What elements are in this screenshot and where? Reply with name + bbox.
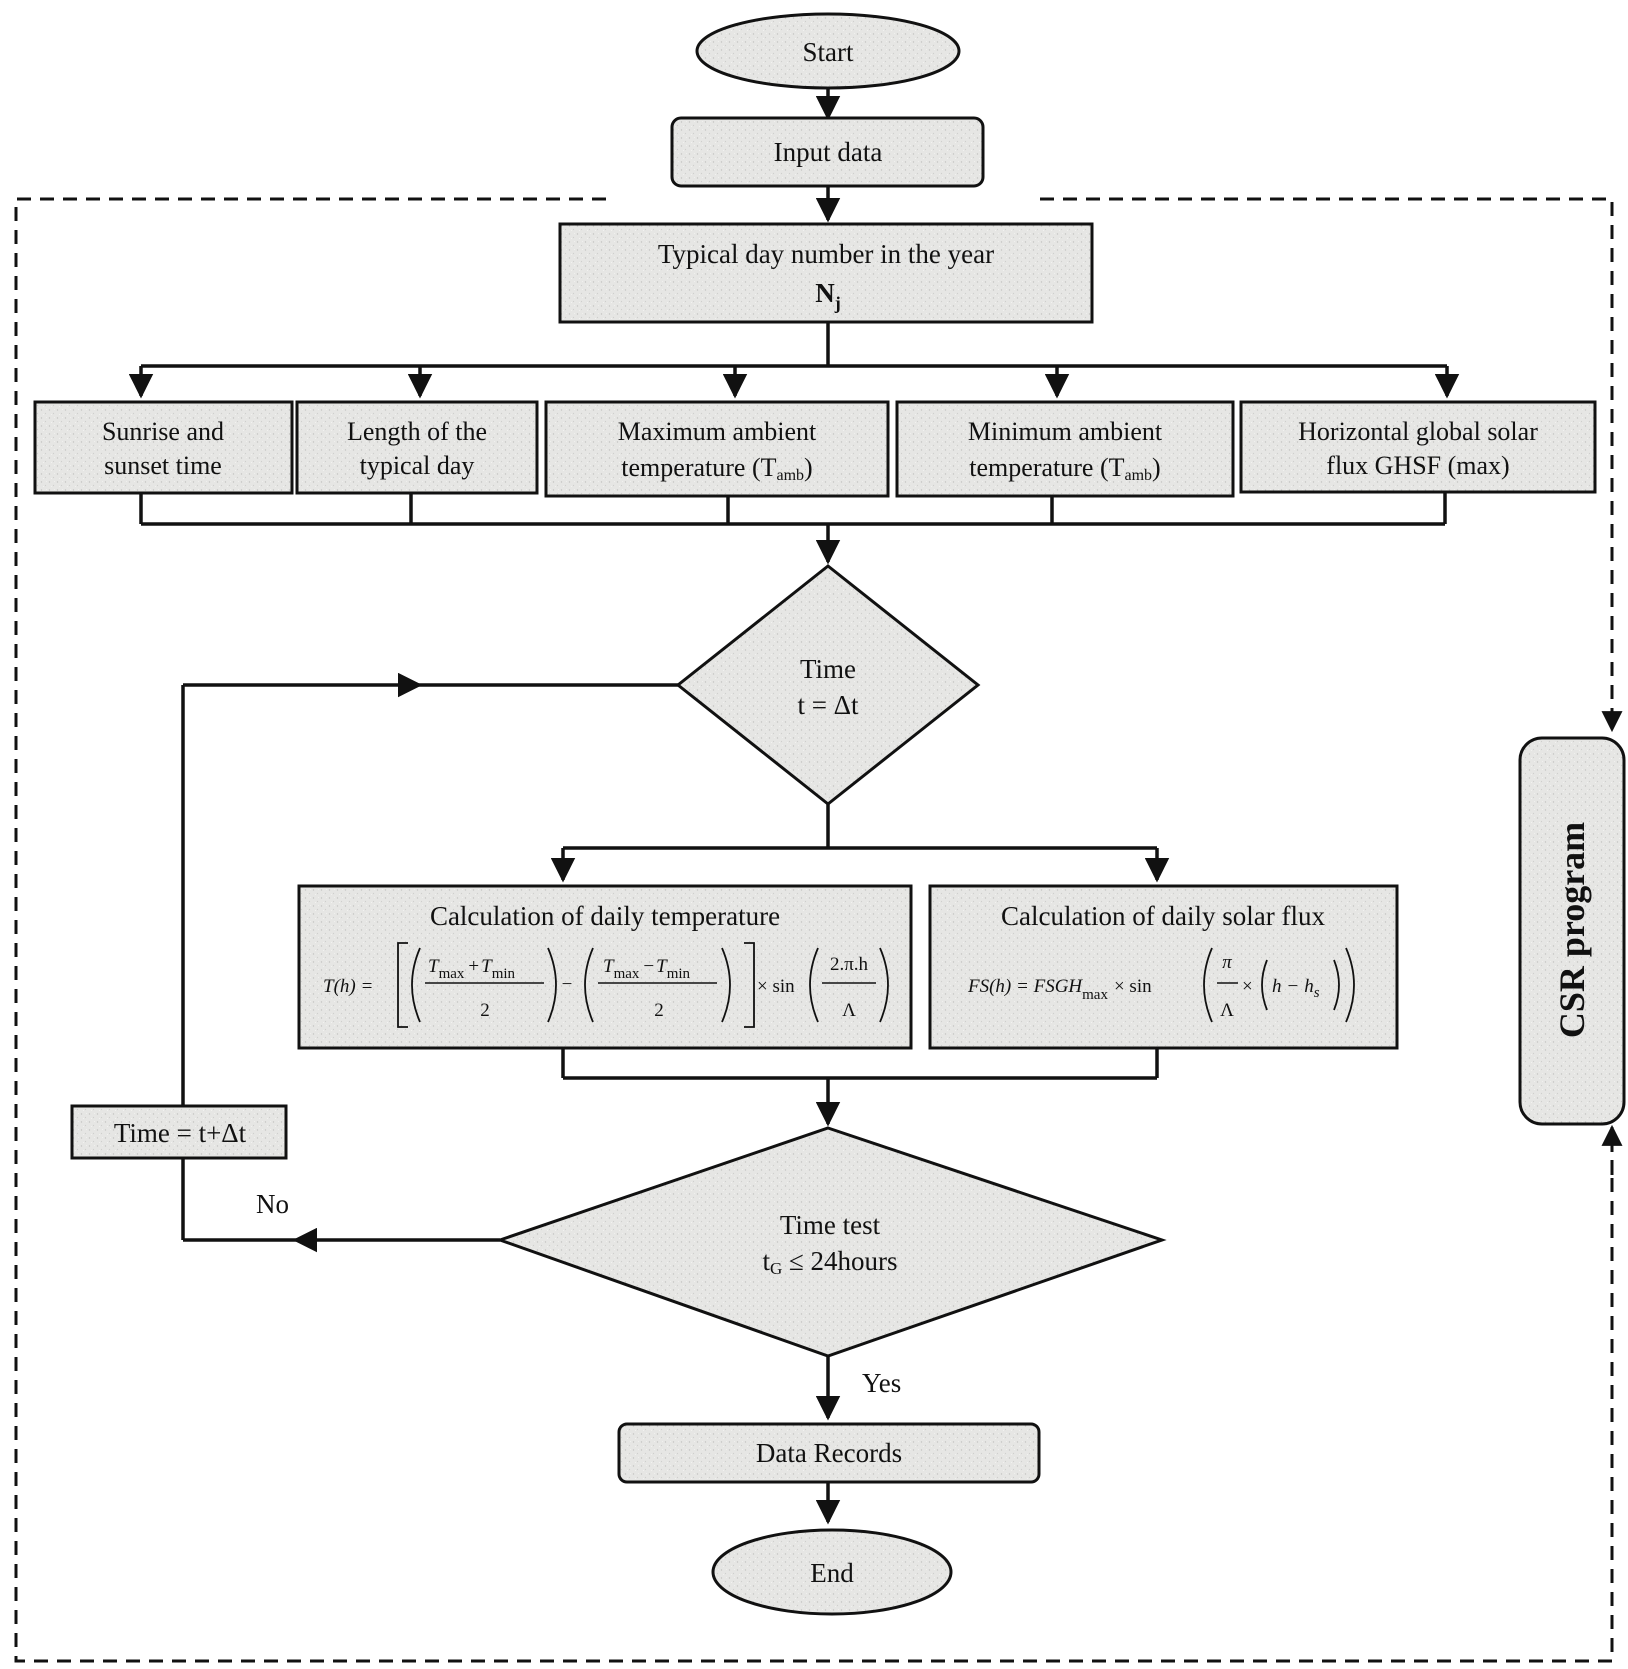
data-records-label: Data Records [756, 1438, 902, 1468]
temp-eq-frac1-num: Tmax+Tmin [428, 956, 516, 982]
start-label: Start [803, 37, 854, 67]
csr-dashed-frame-top [1040, 197, 1623, 733]
input-data-box [670, 116, 985, 188]
csr-program-box [1518, 736, 1626, 1126]
temp-calc-box [297, 884, 913, 1050]
flux-eq-inner: h−hs [1272, 976, 1320, 1001]
time-decision [675, 564, 981, 806]
paren-2-left [584, 947, 594, 1023]
min-temp-line1: Minimum ambient [968, 417, 1163, 446]
time-test-line2: tG ≤ 24hours [762, 1246, 897, 1278]
flux-eq-lhs: FS(h) = FSGHmax× sin [967, 976, 1152, 1003]
connectors [128, 88, 1460, 1525]
data-records-box [617, 1422, 1041, 1484]
time-increment-label: Time = t+Δt [114, 1118, 247, 1148]
flux-equation: FS(h) = FSGHmax× sin π Λ × h−hs [967, 947, 1355, 1023]
flux-eq-times: × [1242, 976, 1253, 997]
paren-2-right [721, 947, 731, 1023]
flux-inner-paren-left [1261, 959, 1268, 1011]
flux-eq-pi: π [1222, 952, 1232, 973]
temp-equation: T(h) = Tmax+Tmin 2 − Tmax−Tmin 2 × sin 2… [323, 942, 889, 1028]
start-terminal [695, 12, 961, 90]
end-label: End [810, 1558, 854, 1588]
time-test-decision [495, 1126, 1167, 1358]
ghsf-line2: flux GHSF (max) [1326, 451, 1509, 480]
time-increment-box [70, 1104, 288, 1160]
temp-eq-times-sin: × sin [757, 976, 795, 997]
csr-dashed-frame [14, 197, 1614, 1663]
outer-left-bracket [397, 942, 408, 1028]
typical-day-box [558, 222, 1094, 324]
max-temp-line1: Maximum ambient [618, 417, 817, 446]
sunrise-sunset-line1: Sunrise and [102, 417, 224, 446]
ghsf-box [1239, 400, 1597, 494]
flux-inner-paren-right [1333, 959, 1340, 1011]
flux-calc-title: Calculation of daily solar flux [1001, 901, 1325, 931]
max-temp-box [544, 400, 890, 498]
day-length-line1: Length of the [347, 417, 487, 446]
time-decision-line2: t = Δt [797, 690, 859, 720]
typical-day-symbol: Nj [815, 278, 841, 313]
csr-program-label: CSR program [1552, 822, 1592, 1038]
yes-label: Yes [862, 1368, 901, 1398]
flux-paren-right [1345, 947, 1355, 1023]
time-decision-line1: Time [800, 654, 856, 684]
paren-1-left [411, 947, 421, 1023]
temp-eq-frac2-den: 2 [654, 1000, 664, 1021]
temp-calc-title: Calculation of daily temperature [430, 901, 780, 931]
no-label: No [256, 1189, 289, 1219]
temp-eq-lhs: T(h) = [323, 976, 373, 997]
flux-paren-left [1203, 947, 1213, 1023]
min-temp-line2: temperature (Tamb) [969, 453, 1160, 484]
temp-eq-frac1-den: 2 [480, 1000, 490, 1021]
input-data-label: Input data [774, 137, 883, 167]
paren-3-right [879, 947, 889, 1023]
end-terminal [711, 1528, 953, 1616]
outer-right-bracket [744, 942, 755, 1028]
paren-3-left [809, 947, 819, 1023]
flux-eq-den: Λ [1220, 1000, 1234, 1021]
max-temp-line2: temperature (Tamb) [621, 453, 812, 484]
sunrise-sunset-line2: sunset time [104, 451, 222, 480]
temp-eq-sin-den: Λ [842, 1000, 856, 1021]
flux-calc-box [928, 884, 1399, 1050]
day-length-line2: typical day [360, 451, 475, 480]
time-test-line1: Time test [780, 1210, 881, 1240]
temp-eq-sin-num: 2.π.h [830, 954, 869, 975]
temp-eq-minus: − [562, 974, 573, 995]
ghsf-line1: Horizontal global solar [1298, 417, 1538, 446]
min-temp-box [895, 400, 1235, 498]
temp-eq-frac2-num: Tmax−Tmin [603, 956, 691, 982]
typical-day-label: Typical day number in the year [658, 239, 994, 269]
day-length-box [295, 400, 539, 495]
sunrise-sunset-box [33, 400, 294, 495]
paren-1-right [547, 947, 557, 1023]
